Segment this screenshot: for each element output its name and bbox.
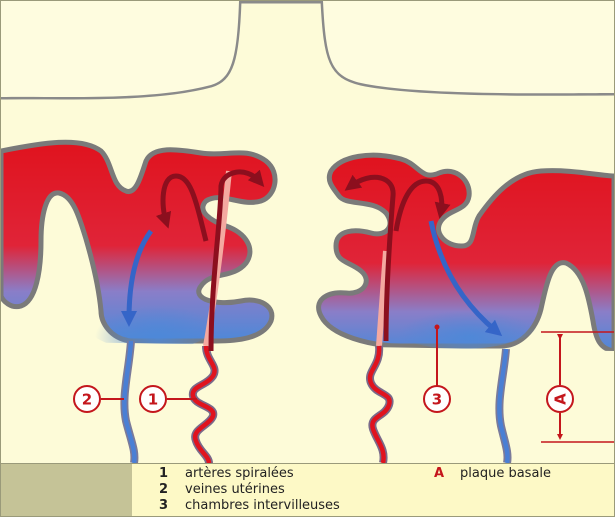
marker-1: 1 xyxy=(139,385,197,413)
flow-arrow-right-down xyxy=(428,220,503,337)
flow-arrow-left-down xyxy=(121,229,154,327)
placenta-diagram: 2 1 3 A xyxy=(1,1,614,463)
marker-a-label: A xyxy=(552,393,570,405)
marker-2: 2 xyxy=(73,385,124,413)
flow-arrow-left-up xyxy=(208,169,265,352)
marker-3: 3 xyxy=(423,324,451,413)
marker-a: A xyxy=(541,331,614,443)
flow-arrow-left-arc xyxy=(155,173,209,242)
flow-arrow-right-arc xyxy=(393,178,451,232)
marker-1-label: 1 xyxy=(148,391,158,409)
legend-swatch xyxy=(1,464,132,516)
intervillous-chamber-left xyxy=(1,139,278,344)
flow-arrow-right-up xyxy=(344,174,396,342)
marker-2-label: 2 xyxy=(82,391,92,409)
marker-3-label: 3 xyxy=(432,391,442,409)
